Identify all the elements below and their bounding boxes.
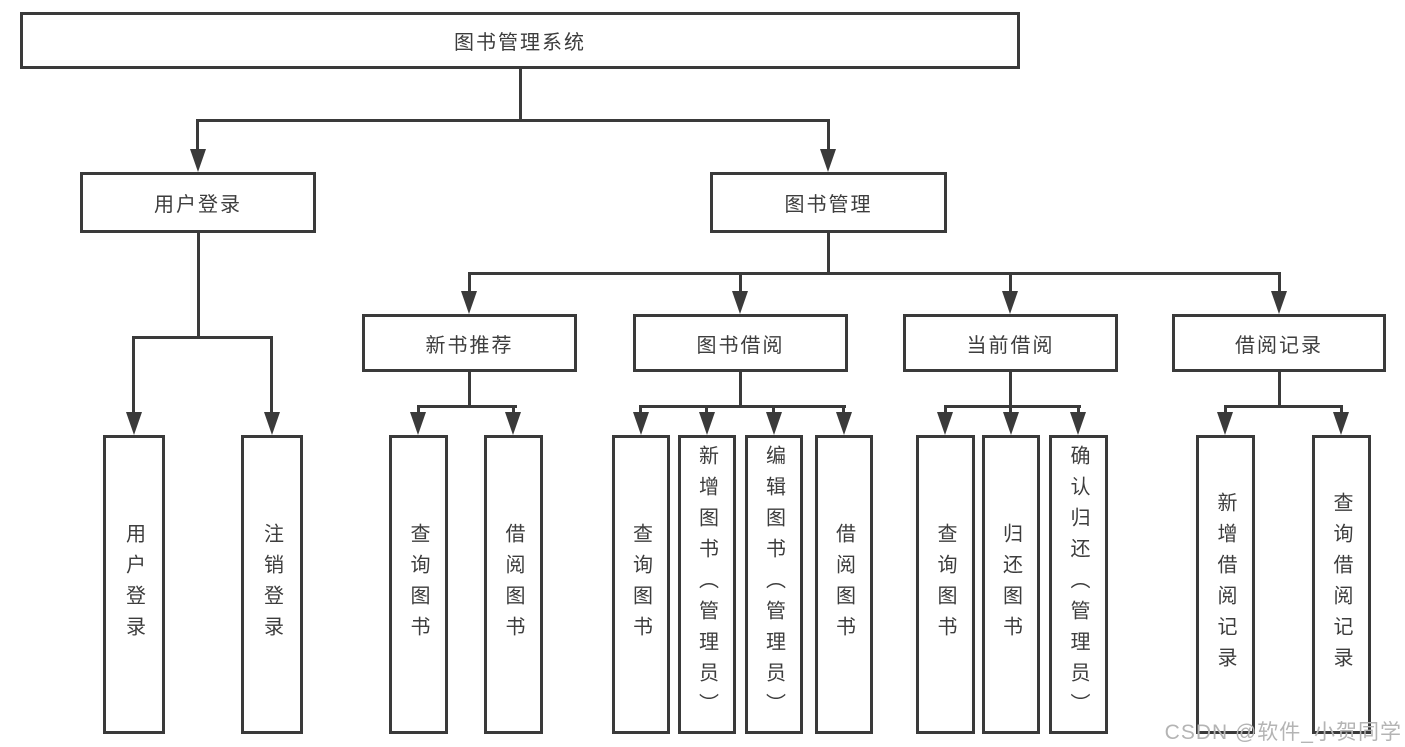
connector-line	[197, 233, 200, 336]
connector-line	[1077, 405, 1080, 415]
node-label: 图书管理系统	[454, 32, 586, 54]
connector-line	[1340, 405, 1343, 415]
node-query-books-current: 查询图书	[916, 435, 975, 734]
connector-line	[944, 405, 1081, 408]
node-label: 图书借阅	[696, 334, 785, 357]
node-confirm-return-admin: 确认归还（管理员）	[1049, 435, 1108, 734]
connector-line	[842, 405, 845, 415]
connector-line	[468, 372, 471, 405]
arrow-down-icon	[633, 412, 649, 435]
connector-line	[705, 405, 708, 415]
arrow-down-icon	[1003, 412, 1019, 435]
node-query-books-borrowing: 查询图书	[612, 435, 670, 734]
node-logout: 注销登录	[241, 435, 303, 734]
arrow-down-icon	[190, 149, 206, 172]
node-label: 编辑图书（管理员）	[762, 445, 785, 724]
arrow-down-icon	[1217, 412, 1233, 435]
connector-line	[1009, 272, 1012, 293]
connector-line	[468, 272, 1281, 275]
connector-line	[1009, 372, 1012, 405]
node-query-borrow-record: 查询借阅记录	[1312, 435, 1371, 734]
node-label: 新增借阅记录	[1214, 491, 1236, 678]
node-label: 归还图书	[999, 522, 1022, 647]
node-label: 查询图书	[629, 522, 652, 647]
node-borrow-books-recommend: 借阅图书	[484, 435, 543, 734]
arrow-down-icon	[461, 291, 477, 314]
connector-line	[639, 405, 846, 408]
arrow-down-icon	[264, 412, 280, 435]
arrow-down-icon	[1070, 412, 1086, 435]
arrow-down-icon	[126, 412, 142, 435]
node-label: 新增图书（管理员）	[695, 445, 718, 724]
node-label: 用户登录	[154, 194, 242, 216]
connector-line	[1278, 372, 1281, 405]
node-book-borrowing: 图书借阅	[633, 314, 848, 372]
connector-line	[772, 405, 775, 415]
node-label: 图书管理	[784, 194, 873, 216]
connector-line	[519, 69, 522, 120]
node-label: 新书推荐	[425, 334, 514, 357]
connector-line	[739, 272, 742, 293]
node-label: 借阅图书	[832, 522, 855, 647]
connector-line	[639, 405, 642, 415]
node-library-management-system: 图书管理系统	[20, 12, 1020, 69]
connector-line	[196, 119, 830, 122]
node-label: 查询图书	[934, 522, 956, 647]
connector-line	[417, 405, 420, 415]
csdn-watermark: CSDN @软件_小贺同学	[1164, 721, 1402, 744]
node-label: 借阅图书	[502, 522, 524, 647]
node-return-books: 归还图书	[982, 435, 1040, 734]
connector-line	[468, 272, 471, 293]
node-label: 当前借阅	[966, 334, 1055, 357]
node-label: 用户登录	[122, 522, 145, 647]
arrow-down-icon	[732, 291, 748, 314]
connector-line	[512, 405, 515, 415]
node-label: 查询图书	[407, 522, 429, 647]
arrow-down-icon	[1002, 291, 1018, 314]
connector-line	[827, 233, 830, 272]
connector-line	[739, 372, 742, 405]
node-query-books-recommend: 查询图书	[389, 435, 448, 734]
node-label: 注销登录	[260, 522, 283, 647]
connector-line	[1224, 405, 1343, 408]
arrow-down-icon	[1333, 412, 1349, 435]
node-user-login-leaf: 用户登录	[103, 435, 165, 734]
connector-line	[1278, 272, 1281, 293]
node-add-books-admin: 新增图书（管理员）	[678, 435, 736, 734]
connector-line	[417, 405, 517, 408]
node-edit-books-admin: 编辑图书（管理员）	[745, 435, 803, 734]
connector-line	[827, 119, 830, 152]
node-label: 确认归还（管理员）	[1067, 445, 1089, 724]
node-borrowing-records: 借阅记录	[1172, 314, 1386, 372]
arrow-down-icon	[1271, 291, 1287, 314]
node-new-book-recommendation: 新书推荐	[362, 314, 577, 372]
node-add-borrow-record: 新增借阅记录	[1196, 435, 1255, 734]
arrow-down-icon	[410, 412, 426, 435]
connector-line	[132, 336, 135, 414]
arrow-down-icon	[820, 149, 836, 172]
connector-line	[196, 119, 199, 152]
connector-line	[944, 405, 947, 415]
arrow-down-icon	[766, 412, 782, 435]
arrow-down-icon	[836, 412, 852, 435]
node-book-management: 图书管理	[710, 172, 947, 233]
node-label: 借阅记录	[1235, 334, 1323, 357]
connector-line	[132, 336, 273, 339]
arrow-down-icon	[505, 412, 521, 435]
connector-line	[1224, 405, 1227, 415]
arrow-down-icon	[937, 412, 953, 435]
node-current-borrowing: 当前借阅	[903, 314, 1118, 372]
connector-line	[270, 336, 273, 414]
connector-line	[1009, 405, 1012, 415]
node-user-login: 用户登录	[80, 172, 316, 233]
arrow-down-icon	[699, 412, 715, 435]
node-label: 查询借阅记录	[1330, 491, 1352, 678]
node-borrow-books-borrowing: 借阅图书	[815, 435, 873, 734]
